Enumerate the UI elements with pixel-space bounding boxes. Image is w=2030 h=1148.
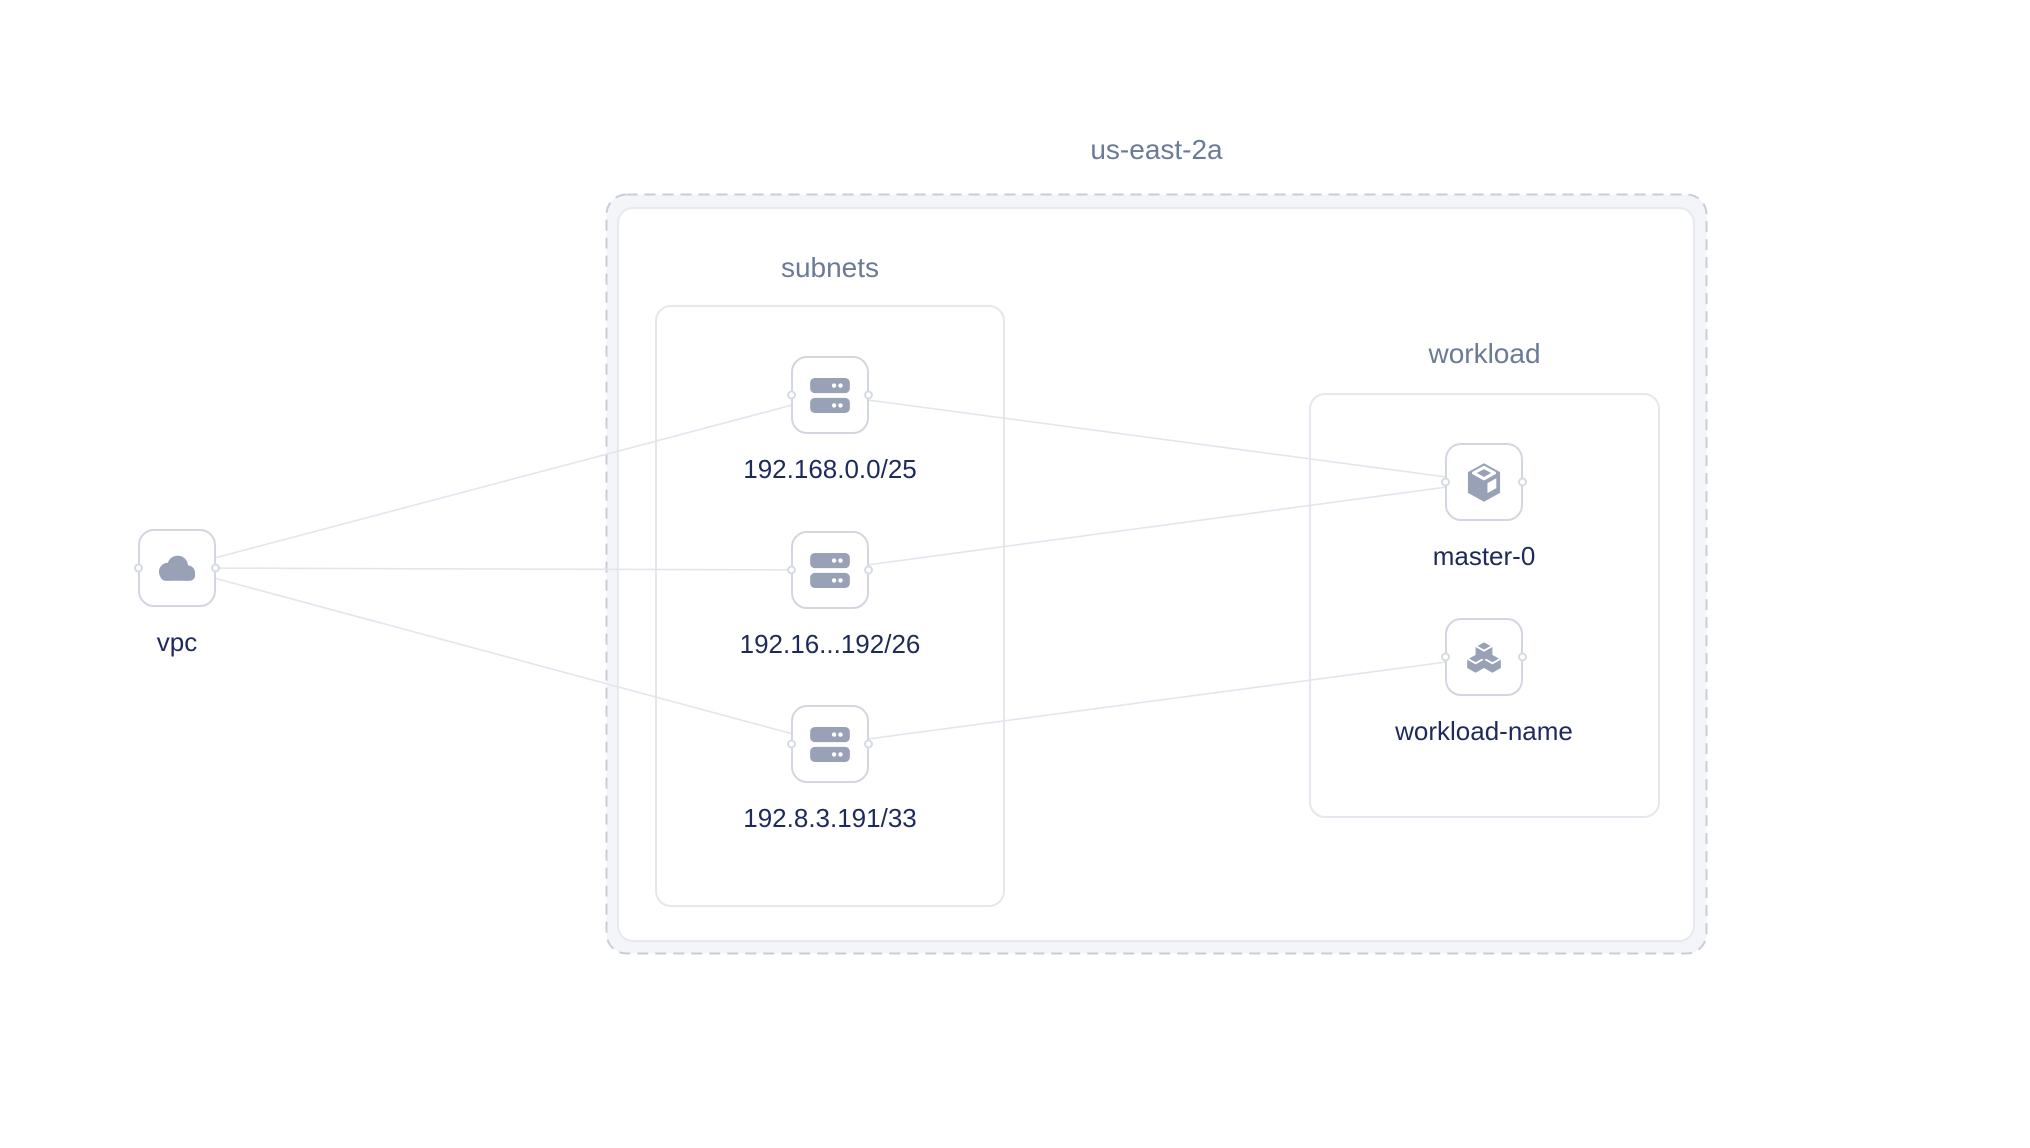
connection-handle-left[interactable] xyxy=(787,739,796,749)
node-label: vpc xyxy=(156,627,198,657)
server-icon xyxy=(810,552,850,588)
node-label: master-0 xyxy=(1432,541,1536,571)
subnet-node-box[interactable] xyxy=(787,356,873,434)
connection-handle-right[interactable] xyxy=(1518,652,1527,662)
vpc-node-box[interactable] xyxy=(134,529,220,607)
zone-title: us-east-2a xyxy=(1090,134,1223,165)
node-subnet-1[interactable]: 192.168.0.0/25 xyxy=(730,356,930,484)
connection-handle-left[interactable] xyxy=(1441,652,1450,662)
cloud-icon xyxy=(158,555,196,581)
workload-group-label: workload xyxy=(1428,338,1541,369)
connection-handle-left[interactable] xyxy=(787,390,796,400)
node-subnet-2[interactable]: 192.16...192/26 xyxy=(730,531,930,659)
node-workload-name[interactable]: workload-name xyxy=(1384,618,1584,746)
subnet-node-box[interactable] xyxy=(787,705,873,783)
workload-group-box[interactable] xyxy=(1309,393,1660,818)
master-node-box[interactable] xyxy=(1441,443,1527,521)
cube-icon xyxy=(1467,462,1501,502)
server-icon xyxy=(810,377,850,413)
connection-handle-left[interactable] xyxy=(1441,477,1450,487)
cubes-icon xyxy=(1466,640,1502,673)
node-label: 192.8.3.191/33 xyxy=(743,803,917,833)
workload-node-box[interactable] xyxy=(1441,618,1527,696)
connection-handle-right[interactable] xyxy=(864,565,873,575)
subnets-group-label: subnets xyxy=(780,252,880,283)
server-icon xyxy=(810,726,850,762)
connection-handle-right[interactable] xyxy=(864,390,873,400)
node-label: 192.168.0.0/25 xyxy=(743,454,917,484)
subnet-node-box[interactable] xyxy=(787,531,873,609)
node-label: 192.16...192/26 xyxy=(739,629,921,659)
node-vpc[interactable]: vpc xyxy=(77,529,277,657)
connection-handle-right[interactable] xyxy=(1518,477,1527,487)
connection-handle-right[interactable] xyxy=(211,563,220,573)
node-master-0[interactable]: master-0 xyxy=(1384,443,1584,571)
connection-handle-right[interactable] xyxy=(864,739,873,749)
node-subnet-3[interactable]: 192.8.3.191/33 xyxy=(730,705,930,833)
node-label: workload-name xyxy=(1395,716,1573,746)
connection-handle-left[interactable] xyxy=(787,565,796,575)
connection-handle-left[interactable] xyxy=(134,563,143,573)
